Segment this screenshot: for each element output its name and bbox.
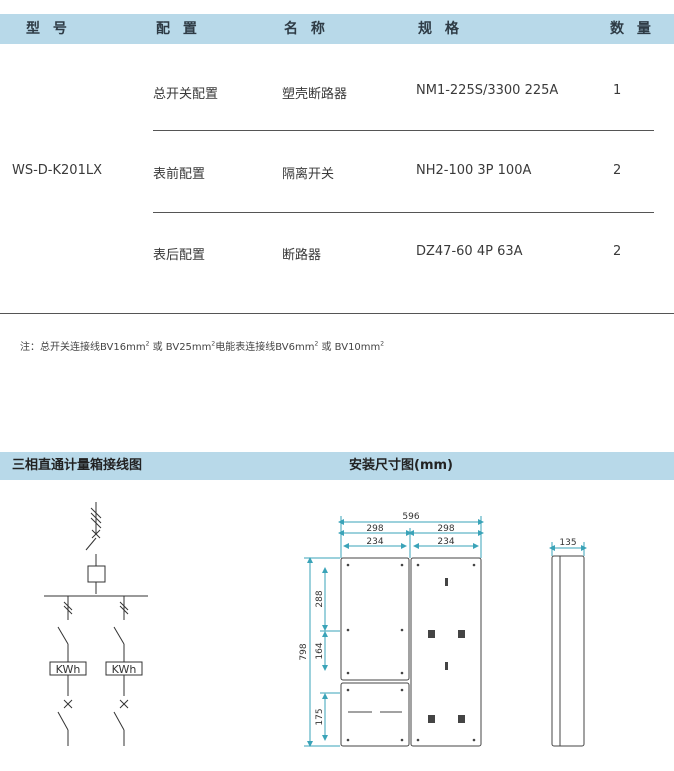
model-value: WS-D-K201LX bbox=[12, 163, 102, 178]
row-2-qty: 2 bbox=[613, 163, 622, 178]
dim-height: 798 bbox=[299, 643, 309, 660]
row-2-spec: NH2-100 3P 100A bbox=[416, 163, 532, 178]
row-1-qty: 1 bbox=[613, 83, 622, 98]
wiring-title: 三相直通计量箱接线图 bbox=[12, 458, 143, 473]
row-1-config: 总开关配置 bbox=[153, 87, 219, 102]
row-2-name: 隔离开关 bbox=[282, 167, 335, 182]
install-title: 安装尺寸图(mm) bbox=[349, 458, 453, 473]
row-3-config: 表后配置 bbox=[153, 248, 206, 263]
table-bottom-rule bbox=[0, 313, 674, 314]
dim-total-width: 596 bbox=[402, 512, 419, 522]
dim-seg-top: 288 bbox=[315, 590, 325, 607]
row-1-spec: NM1-225S/3300 225A bbox=[416, 83, 559, 98]
row-divider bbox=[153, 212, 654, 213]
row-3-name: 断路器 bbox=[282, 248, 322, 263]
dim-seg-mid: 164 bbox=[315, 642, 325, 659]
dim-half-width-left: 298 bbox=[366, 524, 383, 534]
header-config: 配 置 bbox=[156, 21, 201, 37]
section-header: 三相直通计量箱接线图 安装尺寸图(mm) bbox=[0, 452, 674, 480]
dim-seg-bottom: 175 bbox=[315, 708, 325, 725]
header-name: 名 称 bbox=[284, 21, 329, 37]
wiring-diagram: KWh KWh bbox=[44, 502, 148, 746]
dim-half-width-right: 298 bbox=[437, 524, 454, 534]
row-divider bbox=[153, 130, 654, 131]
dim-inner-right: 234 bbox=[437, 537, 454, 547]
row-3-qty: 2 bbox=[613, 244, 622, 259]
header-qty: 数 量 bbox=[610, 21, 655, 37]
install-dimension-drawing: 596 298 298 234 234 135 798 288 164 175 bbox=[299, 512, 587, 747]
row-3-spec: DZ47-60 4P 63A bbox=[416, 244, 523, 259]
dim-depth: 135 bbox=[559, 538, 576, 548]
meter-label-right: KWh bbox=[112, 663, 137, 676]
table-header: 型 号 配 置 名 称 规 格 数 量 bbox=[0, 14, 674, 44]
meter-label-left: KWh bbox=[56, 663, 81, 676]
row-2-config: 表前配置 bbox=[153, 167, 206, 182]
header-spec: 规 格 bbox=[418, 21, 463, 37]
wiring-note: 注：总开关连接线BV16mm2 或 BV25mm2电能表连接线BV6mm2 或 … bbox=[20, 340, 385, 353]
header-model: 型 号 bbox=[26, 21, 71, 37]
row-1-name: 塑壳断路器 bbox=[282, 87, 348, 102]
dim-inner-left: 234 bbox=[366, 537, 383, 547]
